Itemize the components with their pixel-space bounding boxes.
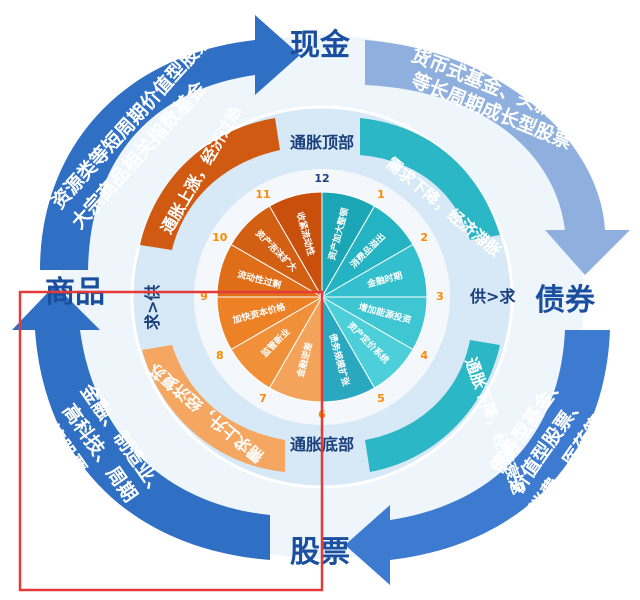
wedge-12 [268,191,323,299]
arrow-commodities-to-cash [40,15,300,270]
quadrant-bonds: 债券 [535,283,596,318]
clock-number-3: 3 [436,290,444,303]
clock-number-9: 9 [200,290,208,303]
arrow-bonds-to-stocks [345,330,610,585]
highlight-box [18,290,324,592]
clock-number-7: 7 [259,392,267,405]
ring-label-top: 通胀顶部 [290,133,354,152]
clock-number-8: 8 [216,349,224,362]
ring-label-right: 供>求 [469,287,516,306]
ring-arrow-top-right [360,118,500,240]
clock-number-5: 5 [377,392,385,405]
arrow-cash-to-bonds [365,40,630,275]
clock-number-2: 2 [420,231,428,244]
ring-label-left: 求>供 [143,285,162,330]
clock-number-12: 12 [314,172,329,185]
clock-number-11: 11 [255,188,270,201]
clock-number-1: 1 [377,188,385,201]
clock-number-4: 4 [420,349,428,362]
ring-arrow-top-left [140,118,280,250]
ring-arrow-bottom-right [365,340,500,472]
ring-arrow-bottom-left [142,345,285,472]
quadrant-cash: 现金 [290,28,351,63]
arrow-stocks-to-commodities [12,285,270,560]
watermark: 头条 @昭杨财经 [505,570,615,588]
clock-number-10: 10 [212,231,228,244]
wedge-group [216,191,428,403]
quadrant-stocks: 股票 [290,535,350,570]
